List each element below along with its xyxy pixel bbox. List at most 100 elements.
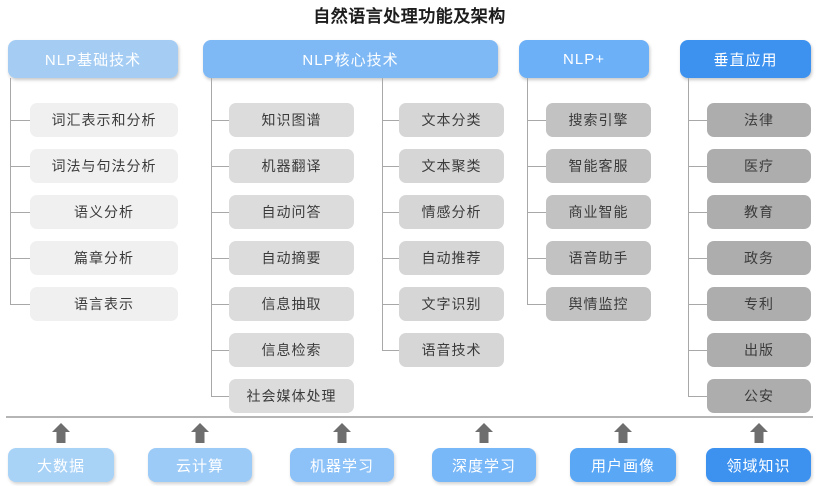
arrow-up-icon	[189, 422, 211, 444]
page-title: 自然语言处理功能及架构	[313, 7, 506, 26]
node-label: 词汇表示和分析	[51, 112, 157, 128]
connector-branch	[688, 212, 707, 213]
node-label: 政务	[744, 250, 774, 266]
node-nlp-basic-1[interactable]: 词法与句法分析	[30, 149, 178, 183]
node-label: 自动推荐	[421, 250, 482, 266]
foundation-label: 领域知识	[726, 457, 791, 475]
node-label: 智能客服	[568, 158, 629, 174]
connector-branch	[10, 258, 30, 259]
connector-branch	[382, 120, 399, 121]
header-label: NLP基础技术	[44, 51, 142, 69]
connector-branch	[382, 258, 399, 259]
node-nlp-core-right-3[interactable]: 自动推荐	[399, 241, 504, 275]
node-nlp-plus-2[interactable]: 商业智能	[546, 195, 651, 229]
node-nlp-core-right-5[interactable]: 语音技术	[399, 333, 504, 367]
connector-branch	[382, 304, 399, 305]
header-nlp-basic[interactable]: NLP基础技术	[8, 40, 178, 78]
node-nlp-core-left-1[interactable]: 机器翻译	[229, 149, 354, 183]
node-nlp-core-left-4[interactable]: 信息抽取	[229, 287, 354, 321]
arrow-up-icon	[748, 422, 770, 444]
header-nlp-core[interactable]: NLP核心技术	[203, 40, 498, 78]
connector-branch	[211, 258, 229, 259]
node-label: 词法与句法分析	[51, 158, 157, 174]
node-nlp-plus-0[interactable]: 搜索引擎	[546, 103, 651, 137]
node-label: 信息检索	[261, 342, 322, 358]
node-label: 舆情监控	[568, 296, 629, 312]
node-label: 专利	[744, 296, 774, 312]
foundation-item-2[interactable]: 机器学习	[290, 448, 394, 482]
node-label: 语言表示	[74, 296, 134, 312]
node-vertical-application-4[interactable]: 专利	[707, 287, 811, 321]
node-label: 情感分析	[421, 204, 482, 220]
foundation-item-5[interactable]: 领域知识	[706, 448, 811, 482]
connector-branch	[10, 212, 30, 213]
node-vertical-application-0[interactable]: 法律	[707, 103, 811, 137]
node-nlp-core-left-0[interactable]: 知识图谱	[229, 103, 354, 137]
node-nlp-plus-4[interactable]: 舆情监控	[546, 287, 651, 321]
node-nlp-basic-3[interactable]: 篇章分析	[30, 241, 178, 275]
connector-branch	[211, 120, 229, 121]
node-nlp-basic-4[interactable]: 语言表示	[30, 287, 178, 321]
node-vertical-application-5[interactable]: 出版	[707, 333, 811, 367]
connector-branch	[688, 258, 707, 259]
node-label: 机器翻译	[261, 158, 322, 174]
node-nlp-basic-0[interactable]: 词汇表示和分析	[30, 103, 178, 137]
foundation-item-4[interactable]: 用户画像	[570, 448, 676, 482]
node-vertical-application-3[interactable]: 政务	[707, 241, 811, 275]
foundation-item-3[interactable]: 深度学习	[432, 448, 536, 482]
node-label: 商业智能	[568, 204, 629, 220]
node-nlp-core-left-6[interactable]: 社会媒体处理	[229, 379, 354, 413]
connector-spine-nlp-core-right	[382, 78, 383, 350]
header-vertical-application[interactable]: 垂直应用	[680, 40, 811, 78]
connector-spine-nlp-plus	[527, 78, 528, 304]
connector-branch	[211, 212, 229, 213]
arrow-up-icon	[331, 422, 353, 444]
connector-branch	[688, 350, 707, 351]
node-label: 公安	[744, 388, 774, 404]
connector-branch	[382, 166, 399, 167]
node-label: 搜索引擎	[568, 112, 629, 128]
node-vertical-application-2[interactable]: 教育	[707, 195, 811, 229]
node-label: 法律	[744, 112, 774, 128]
connector-branch	[688, 396, 707, 397]
node-vertical-application-1[interactable]: 医疗	[707, 149, 811, 183]
node-nlp-plus-3[interactable]: 语音助手	[546, 241, 651, 275]
node-label: 语义分析	[74, 204, 134, 220]
node-nlp-basic-2[interactable]: 语义分析	[30, 195, 178, 229]
foundation-item-1[interactable]: 云计算	[148, 448, 252, 482]
node-nlp-core-left-3[interactable]: 自动摘要	[229, 241, 354, 275]
foundation-label: 云计算	[175, 457, 224, 475]
node-nlp-core-right-1[interactable]: 文本聚类	[399, 149, 504, 183]
connector-branch	[527, 212, 546, 213]
node-label: 篇章分析	[74, 250, 134, 266]
connector-branch	[10, 120, 30, 121]
foundation-label: 深度学习	[451, 457, 516, 475]
node-nlp-plus-1[interactable]: 智能客服	[546, 149, 651, 183]
node-label: 自动问答	[261, 204, 322, 220]
connector-branch	[211, 304, 229, 305]
header-label: 垂直应用	[713, 51, 778, 69]
connector-branch	[527, 120, 546, 121]
node-nlp-core-right-4[interactable]: 文字识别	[399, 287, 504, 321]
header-label: NLP+	[563, 50, 605, 68]
connector-branch	[382, 212, 399, 213]
foundation-divider	[6, 416, 813, 418]
node-label: 语音技术	[421, 342, 482, 358]
node-label: 教育	[744, 204, 774, 220]
arrow-up-icon	[50, 422, 72, 444]
connector-branch	[688, 304, 707, 305]
connector-branch	[211, 350, 229, 351]
header-nlp-plus[interactable]: NLP+	[519, 40, 649, 78]
node-nlp-core-left-5[interactable]: 信息检索	[229, 333, 354, 367]
node-label: 出版	[744, 342, 774, 358]
foundation-label: 机器学习	[309, 457, 374, 475]
connector-branch	[527, 258, 546, 259]
connector-branch	[688, 120, 707, 121]
connector-branch	[211, 396, 229, 397]
node-nlp-core-left-2[interactable]: 自动问答	[229, 195, 354, 229]
node-vertical-application-6[interactable]: 公安	[707, 379, 811, 413]
connector-spine-nlp-core-left	[211, 78, 212, 396]
node-nlp-core-right-0[interactable]: 文本分类	[399, 103, 504, 137]
foundation-item-0[interactable]: 大数据	[8, 448, 114, 482]
node-nlp-core-right-2[interactable]: 情感分析	[399, 195, 504, 229]
